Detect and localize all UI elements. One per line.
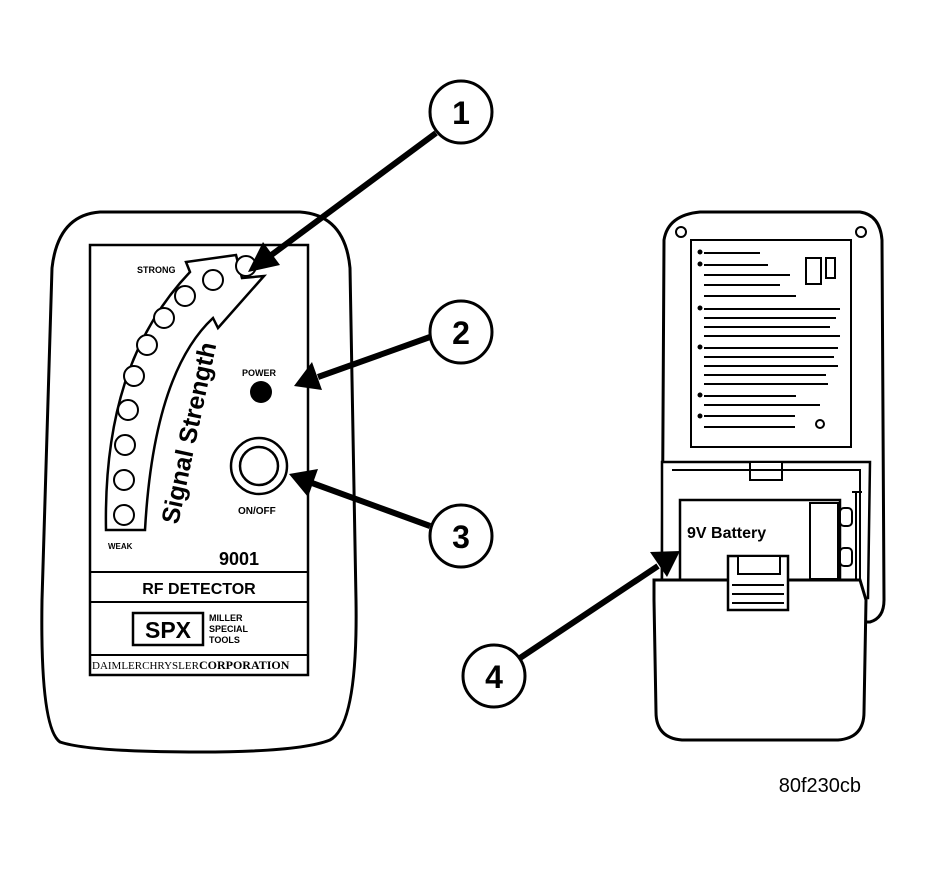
- callout-leaders: [248, 130, 680, 663]
- label-bullets: [697, 249, 703, 419]
- callout-1: 1: [428, 79, 494, 145]
- maker-part2: CORPORATION: [199, 658, 290, 672]
- battery-door[interactable]: [652, 578, 868, 742]
- spx-logo: SPX: [145, 617, 192, 643]
- maker-label: DAIMLERCHRYSLERCORPORATION: [92, 658, 290, 672]
- signal-led: [153, 307, 175, 329]
- battery-terminals: [839, 491, 862, 585]
- model-number: 9001: [219, 549, 259, 569]
- callout-leader-1: [268, 130, 438, 259]
- signal-led: [113, 469, 135, 491]
- door-tab-grip: [732, 584, 784, 604]
- signal-led: [202, 269, 224, 291]
- callout-3: 3: [428, 503, 494, 569]
- signal-led: [117, 399, 139, 421]
- power-label: POWER: [242, 368, 277, 378]
- signal-led: [123, 365, 145, 387]
- label-text-lines: [704, 252, 840, 428]
- signal-led: [136, 334, 158, 356]
- callout-1-circle: [428, 79, 494, 145]
- brand-line1: MILLER: [209, 613, 243, 623]
- weak-label: WEAK: [108, 542, 133, 551]
- callout-arrowhead-4: [650, 551, 680, 577]
- product-name: RF DETECTOR: [142, 581, 256, 598]
- callout-3-circle: [428, 503, 494, 569]
- callout-2: 2: [428, 299, 494, 365]
- signal-led-column: [113, 255, 257, 526]
- battery-terminal: [839, 507, 853, 527]
- battery-end-cap: [809, 502, 839, 580]
- callout-arrowhead-1: [248, 242, 280, 272]
- callout-2-number: 2: [452, 315, 470, 351]
- signal-arrow-band: [104, 253, 268, 532]
- label-symbol-box-small: [825, 257, 836, 279]
- on-off-label: ON/OFF: [238, 506, 276, 517]
- battery-terminal: [839, 547, 853, 567]
- label-bullet: [697, 261, 703, 267]
- compartment-rim: [672, 469, 861, 592]
- callout-arrowhead-2: [294, 362, 322, 390]
- callout-arrowhead-3: [289, 469, 318, 497]
- label-symbol-box: [805, 257, 822, 285]
- label-bullet: [697, 344, 703, 350]
- strong-label: STRONG: [137, 265, 176, 275]
- label-bullet: [697, 392, 703, 398]
- callout-3-number: 3: [452, 519, 470, 555]
- maker-part1: DAIMLERCHRYSLER: [92, 660, 200, 672]
- callout-leader-3: [310, 480, 432, 529]
- battery-door-tab-top: [737, 555, 781, 575]
- label-bullet: [697, 305, 703, 311]
- power-indicator-led: [250, 381, 272, 403]
- brand-line3: TOOLS: [209, 635, 240, 645]
- signal-led: [113, 504, 135, 526]
- brand-line2: SPECIAL: [209, 624, 249, 634]
- screw-hole: [855, 226, 867, 238]
- signal-led: [114, 434, 136, 456]
- battery-label: 9V Battery: [687, 525, 766, 542]
- figure-code: 80f230cb: [779, 775, 861, 797]
- callout-2-circle: [428, 299, 494, 365]
- label-bullet: [697, 413, 703, 419]
- spx-logo-box: [131, 611, 205, 647]
- front-device: STRONG WEAK Signal Strength POWER ON/OFF…: [40, 210, 358, 754]
- callout-4-number: 4: [485, 659, 503, 695]
- callout-4-circle: [461, 643, 527, 709]
- callout-1-number: 1: [452, 95, 470, 131]
- screw-hole: [675, 226, 687, 238]
- label-bullet: [697, 249, 703, 255]
- callout-leader-2: [316, 334, 432, 380]
- callout-leader-4: [515, 563, 660, 663]
- on-off-button-inner: [238, 445, 280, 487]
- label-mark-icon: [815, 419, 825, 429]
- rear-device: 9V Battery: [652, 210, 886, 742]
- signal-led: [174, 285, 196, 307]
- callout-4: 4: [461, 643, 527, 709]
